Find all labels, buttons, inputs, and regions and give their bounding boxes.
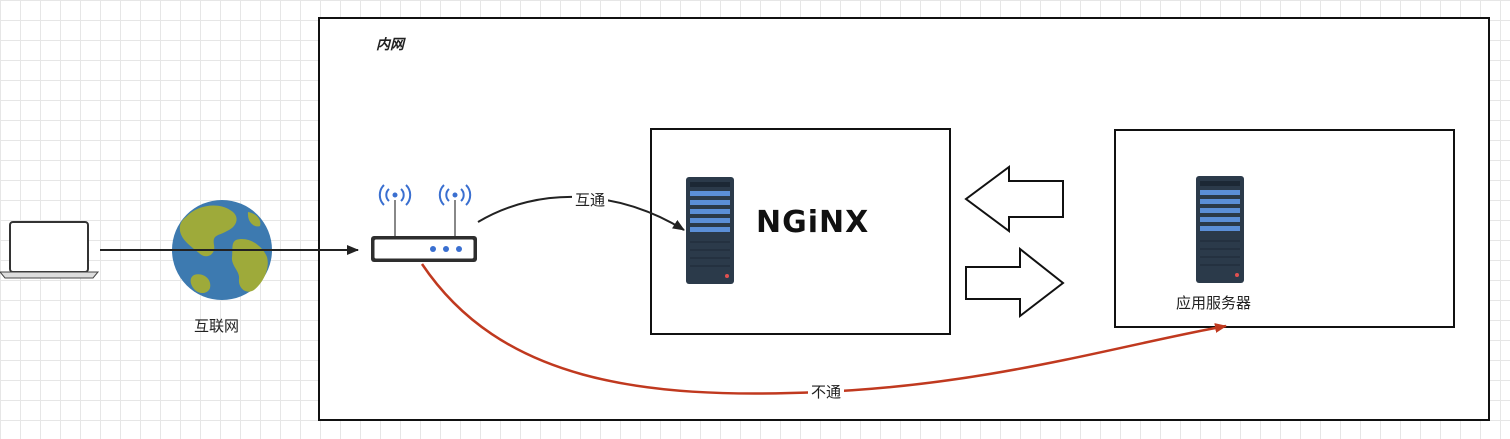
nginx-logo: NGiNX: [756, 205, 870, 240]
right-arrow-icon: [965, 246, 1065, 319]
left-arrow-icon: [964, 165, 1064, 233]
app-server-icon: [1196, 176, 1244, 283]
intranet-label: 内网: [376, 37, 404, 53]
internet-label: 互联网: [194, 317, 240, 335]
nginx-server-icon: [686, 177, 734, 284]
router-icon: [371, 184, 477, 262]
laptop-icon: [0, 221, 100, 279]
app-server-box: [1114, 129, 1455, 328]
app-server-label: 应用服务器: [1176, 294, 1252, 312]
blocked-label: 不通: [808, 384, 845, 401]
connected-label: 互通: [572, 192, 609, 209]
